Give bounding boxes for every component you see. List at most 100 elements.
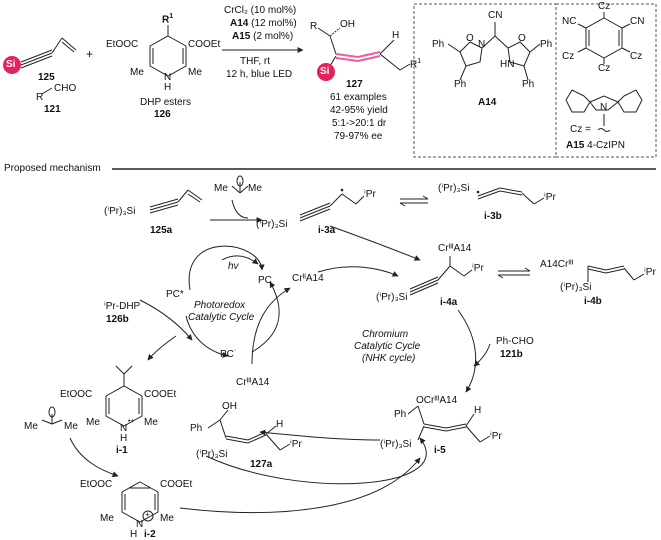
- isopropyl-me-2: Me: [248, 183, 262, 194]
- dhp-me-left: Me: [130, 67, 144, 78]
- a14-o-left: O: [466, 33, 474, 44]
- aldehyde-cho: CHO: [54, 83, 77, 94]
- pc-radical: PC˙: [220, 349, 238, 360]
- equilibrium-i4a-i4b: [497, 267, 531, 279]
- i1-me-right: Me: [144, 417, 158, 428]
- compound-127a-number: 127a: [250, 459, 273, 470]
- compound-125a-number: 125a: [150, 225, 173, 236]
- compound-125-number: 125: [38, 72, 55, 83]
- photoredox-cycle-lower: [251, 281, 280, 353]
- a14-label: A14: [478, 97, 497, 108]
- i2-plus: +: [145, 510, 150, 519]
- scope-ee: 79-97% ee: [334, 131, 383, 142]
- ipr-dhp: ⁱPr-DHP: [104, 301, 141, 312]
- silicon-circle-125: [3, 56, 21, 74]
- 127a-si: (ⁱPr)₃Si: [196, 449, 228, 460]
- i5-ph: Ph: [394, 409, 407, 420]
- photoredox-cycle-left: [185, 315, 229, 358]
- aldehyde-r: R: [36, 92, 44, 103]
- arrow-i3a-to-i4a: [329, 225, 421, 261]
- scope-dr: 5:1->20:1 dr: [332, 118, 387, 129]
- i3b-ipr: ⁱPr: [544, 192, 556, 203]
- i2-me-left: Me: [100, 513, 114, 524]
- cz-equals: Cz =: [570, 124, 591, 135]
- product-oh: OH: [340, 19, 355, 30]
- condition-line-3: A15 (2 mol%): [232, 31, 294, 42]
- a14-n: N: [478, 39, 486, 50]
- enyne-125-bonds: [20, 37, 77, 69]
- a14-box: [413, 3, 557, 158]
- i2-me-right: Me: [160, 513, 174, 524]
- i4a-ipr: ⁱPr: [472, 263, 484, 274]
- condition-line-5: 12 h, blue LED: [226, 69, 293, 80]
- i1-ring: [105, 365, 143, 427]
- photoredox-cycle-arc: [188, 245, 265, 291]
- i1-left-ester: EtOOC: [60, 389, 93, 400]
- ipr-dhp-arrow: [139, 299, 193, 341]
- phcho-arrow: [473, 343, 491, 367]
- chromium-label-3: (NHK cycle): [362, 353, 416, 364]
- a15-box: [555, 3, 657, 158]
- i3b-label: i-3b: [484, 211, 502, 222]
- radical-approach-curve: [231, 199, 249, 219]
- i4a-label: i-4a: [440, 297, 458, 308]
- mechanism-heading: Proposed mechanism: [4, 163, 101, 174]
- phcho-reagent: Ph-CHO: [496, 336, 534, 347]
- i4a-si: (ⁱPr)₃Si: [376, 292, 408, 303]
- i1-label: i-1: [116, 445, 128, 456]
- a14-o-right: O: [518, 33, 526, 44]
- i5-si: (ⁱPr)₃Si: [380, 439, 412, 450]
- dhp-r1: R1: [162, 13, 174, 26]
- silicon-label-125: Si: [6, 59, 16, 70]
- dhp-n: N: [164, 72, 172, 83]
- compound-126b-number: 126b: [106, 314, 129, 325]
- isopropyl-me-1: Me: [214, 183, 228, 194]
- cr3-to-cr2-arrow: [251, 287, 291, 365]
- carbazole-n: N: [600, 102, 608, 113]
- pc-ground: PC: [258, 275, 272, 286]
- czipn-cz-top: Cz: [598, 1, 611, 12]
- 125a-si: (ⁱPr)₃Si: [104, 206, 136, 217]
- a14-structure: [447, 22, 541, 81]
- dhp-126-ring: [149, 25, 187, 77]
- i2-ring: [121, 481, 159, 523]
- i1-charge: •+: [128, 418, 135, 425]
- i3a-label: i-3a: [318, 225, 336, 236]
- a14-ph-3: Ph: [540, 39, 553, 50]
- radical-cation-loss-arrow: [69, 437, 119, 478]
- i3b-si: (ⁱPr)₃Si: [438, 183, 470, 194]
- chromium-label-1: Chromium: [362, 329, 409, 340]
- carbazole-structure: [565, 89, 643, 132]
- i5-label: i-5: [434, 445, 446, 456]
- isopropyl-radical-left: [41, 406, 63, 425]
- product-127a-bonds: [207, 409, 291, 451]
- product-r1: R1: [410, 58, 422, 71]
- release-arrow: [205, 437, 427, 485]
- i3a-ipr: ⁱPr: [364, 189, 376, 200]
- i2-right-ester: COOEt: [160, 479, 193, 490]
- compound-127-number: 127: [346, 79, 363, 90]
- i1-h: H: [120, 433, 128, 444]
- i3a-bonds: [299, 188, 365, 222]
- dhp-label: DHP esters: [140, 97, 191, 108]
- i4b-ipr: ⁱPr: [644, 267, 656, 278]
- a14-ph-2: Ph: [454, 79, 467, 90]
- compound-121b-number: 121b: [500, 349, 523, 360]
- scope-yield: 42-95% yield: [330, 105, 388, 116]
- i1-me-left: Me: [86, 417, 100, 428]
- i4a-bonds: [409, 256, 473, 296]
- i1-n: N: [120, 423, 128, 434]
- i3b-bonds: [476, 187, 545, 205]
- silicon-circle-127: [317, 63, 335, 81]
- pc-star: PC*: [166, 289, 184, 300]
- product-h: H: [392, 30, 400, 41]
- photoredox-label-1: Photoredox: [194, 300, 246, 311]
- czipn-structure: [577, 12, 631, 64]
- i1-right-ester: COOEt: [144, 389, 177, 400]
- a14-ph-4: Ph: [522, 79, 535, 90]
- dhp-right-ester: COOEt: [188, 39, 221, 50]
- cr2-catalyst: CrᴵᴵA14: [292, 273, 324, 284]
- resonance-i3a-i3b: [399, 195, 429, 207]
- radical-me-left: Me: [24, 421, 38, 432]
